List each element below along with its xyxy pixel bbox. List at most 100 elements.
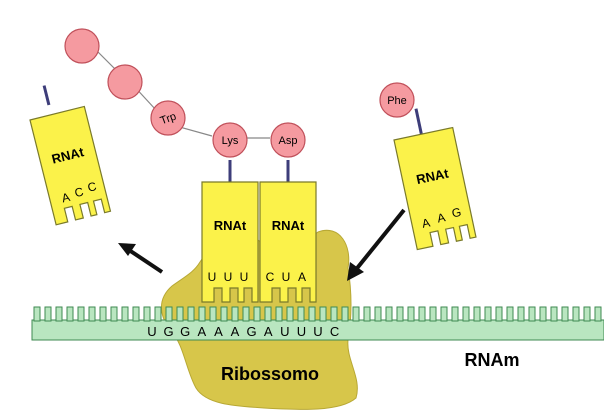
mrna-nucleotide	[77, 306, 85, 322]
trna-p-site: RNAt U U U	[201, 160, 259, 303]
arrow-exit-icon	[118, 243, 164, 274]
anticodon-base: U	[208, 270, 217, 284]
anticodon-base: A	[421, 215, 432, 230]
amino-acid	[107, 64, 143, 100]
mrna-nucleotide	[275, 306, 283, 322]
mrna-base: A	[214, 324, 223, 339]
mrna-nucleotide	[66, 306, 74, 322]
mrna-nucleotide	[363, 306, 371, 322]
anticodon-base: U	[240, 270, 249, 284]
ribosome-label: Ribossomo	[221, 364, 319, 384]
mrna-nucleotide	[374, 306, 382, 322]
trna-label: RNAt	[214, 218, 247, 233]
amino-acid-lys: Lys	[212, 122, 248, 158]
trna-body	[393, 126, 477, 251]
mrna-base: A	[264, 324, 273, 339]
mrna-nucleotide	[308, 306, 316, 322]
mrna-nucleotide	[484, 306, 492, 322]
trna-incoming: RNAt A A G	[393, 108, 477, 251]
trna-label: RNAt	[415, 165, 451, 187]
mrna-base: U	[280, 324, 289, 339]
mrna-nucleotide	[550, 306, 558, 322]
trna-stem	[414, 108, 423, 135]
anticodon-base: C	[266, 270, 275, 284]
mrna-base: G	[247, 324, 257, 339]
mrna-nucleotide	[99, 306, 107, 322]
mrna-nucleotide	[209, 306, 217, 322]
amino-acid	[64, 28, 100, 64]
mrna-nucleotide	[561, 306, 569, 322]
mrna-nucleotide	[286, 306, 294, 322]
mrna-nucleotide	[297, 306, 305, 322]
amino-label: Trp	[159, 111, 178, 128]
mrna-base: U	[313, 324, 322, 339]
mrna-nucleotide	[143, 306, 151, 322]
mrna-base: G	[164, 324, 174, 339]
trna-body	[29, 105, 112, 226]
mrna-base: G	[180, 324, 190, 339]
anticodon-base: A	[298, 270, 306, 284]
amino-label: Lys	[222, 135, 239, 147]
mrna-nucleotide	[429, 306, 437, 322]
mrna-nucleotide	[418, 306, 426, 322]
mrna-base: A	[231, 324, 240, 339]
mrna-nucleotide	[594, 306, 602, 322]
amino-label: Phe	[387, 95, 407, 107]
mrna-nucleotide	[528, 306, 536, 322]
mrna-nucleotide	[121, 306, 129, 322]
mrna-nucleotide	[44, 306, 52, 322]
mrna-nucleotide	[319, 306, 327, 322]
mrna-nucleotide	[517, 306, 525, 322]
arrow-enter-icon	[347, 208, 406, 281]
mrna-nucleotide	[231, 306, 239, 322]
trna-a-site: RNAt C U A	[259, 160, 317, 303]
mrna-nucleotide	[165, 306, 173, 322]
mrna-nucleotide	[264, 306, 272, 322]
mrna-nucleotide	[352, 306, 360, 322]
anticodon-base: C	[86, 179, 98, 195]
anticodon-base: G	[450, 205, 462, 221]
mrna-nucleotide	[462, 306, 470, 322]
mrna-nucleotide	[385, 306, 393, 322]
anticodon-base: A	[436, 210, 447, 225]
trna-body	[259, 181, 317, 303]
amino-acid-asp: Asp	[270, 122, 306, 158]
mrna-nucleotide	[572, 306, 580, 322]
trna-leaving: RNAt A C C	[29, 85, 112, 226]
mrna-strand	[31, 306, 604, 341]
anticodon-base: U	[282, 270, 291, 284]
trna-body	[201, 181, 259, 303]
mrna-nucleotide	[539, 306, 547, 322]
anticodon-base: A	[60, 190, 71, 206]
trna-stem	[42, 85, 51, 106]
mrna-nucleotide	[341, 306, 349, 322]
amino-acid-trp: Trp	[150, 100, 186, 136]
amino-acid-phe: Phe	[379, 82, 415, 118]
mrna-nucleotide	[451, 306, 459, 322]
mrna-label: RNAm	[464, 350, 519, 370]
mrna-nucleotide	[220, 306, 228, 322]
anticodon-base: U	[224, 270, 233, 284]
mrna-nucleotide	[473, 306, 481, 322]
mrna-nucleotide	[495, 306, 503, 322]
mrna-nucleotide	[132, 306, 140, 322]
mrna-nucleotide	[187, 306, 195, 322]
mrna-nucleotide	[407, 306, 415, 322]
mrna-base: A	[197, 324, 206, 339]
mrna-nucleotide	[330, 306, 338, 322]
mrna-nucleotide	[583, 306, 591, 322]
mrna-base: U	[297, 324, 306, 339]
mrna-base: U	[147, 324, 156, 339]
mrna-nucleotide	[198, 306, 206, 322]
mrna-nucleotide	[242, 306, 250, 322]
mrna-nucleotide	[506, 306, 514, 322]
mrna-nucleotide	[154, 306, 162, 322]
mrna-nucleotide	[88, 306, 96, 322]
mrna-nucleotide	[33, 306, 41, 322]
mrna-nucleotide	[253, 306, 261, 322]
mrna-nucleotide	[440, 306, 448, 322]
mrna-nucleotide	[110, 306, 118, 322]
